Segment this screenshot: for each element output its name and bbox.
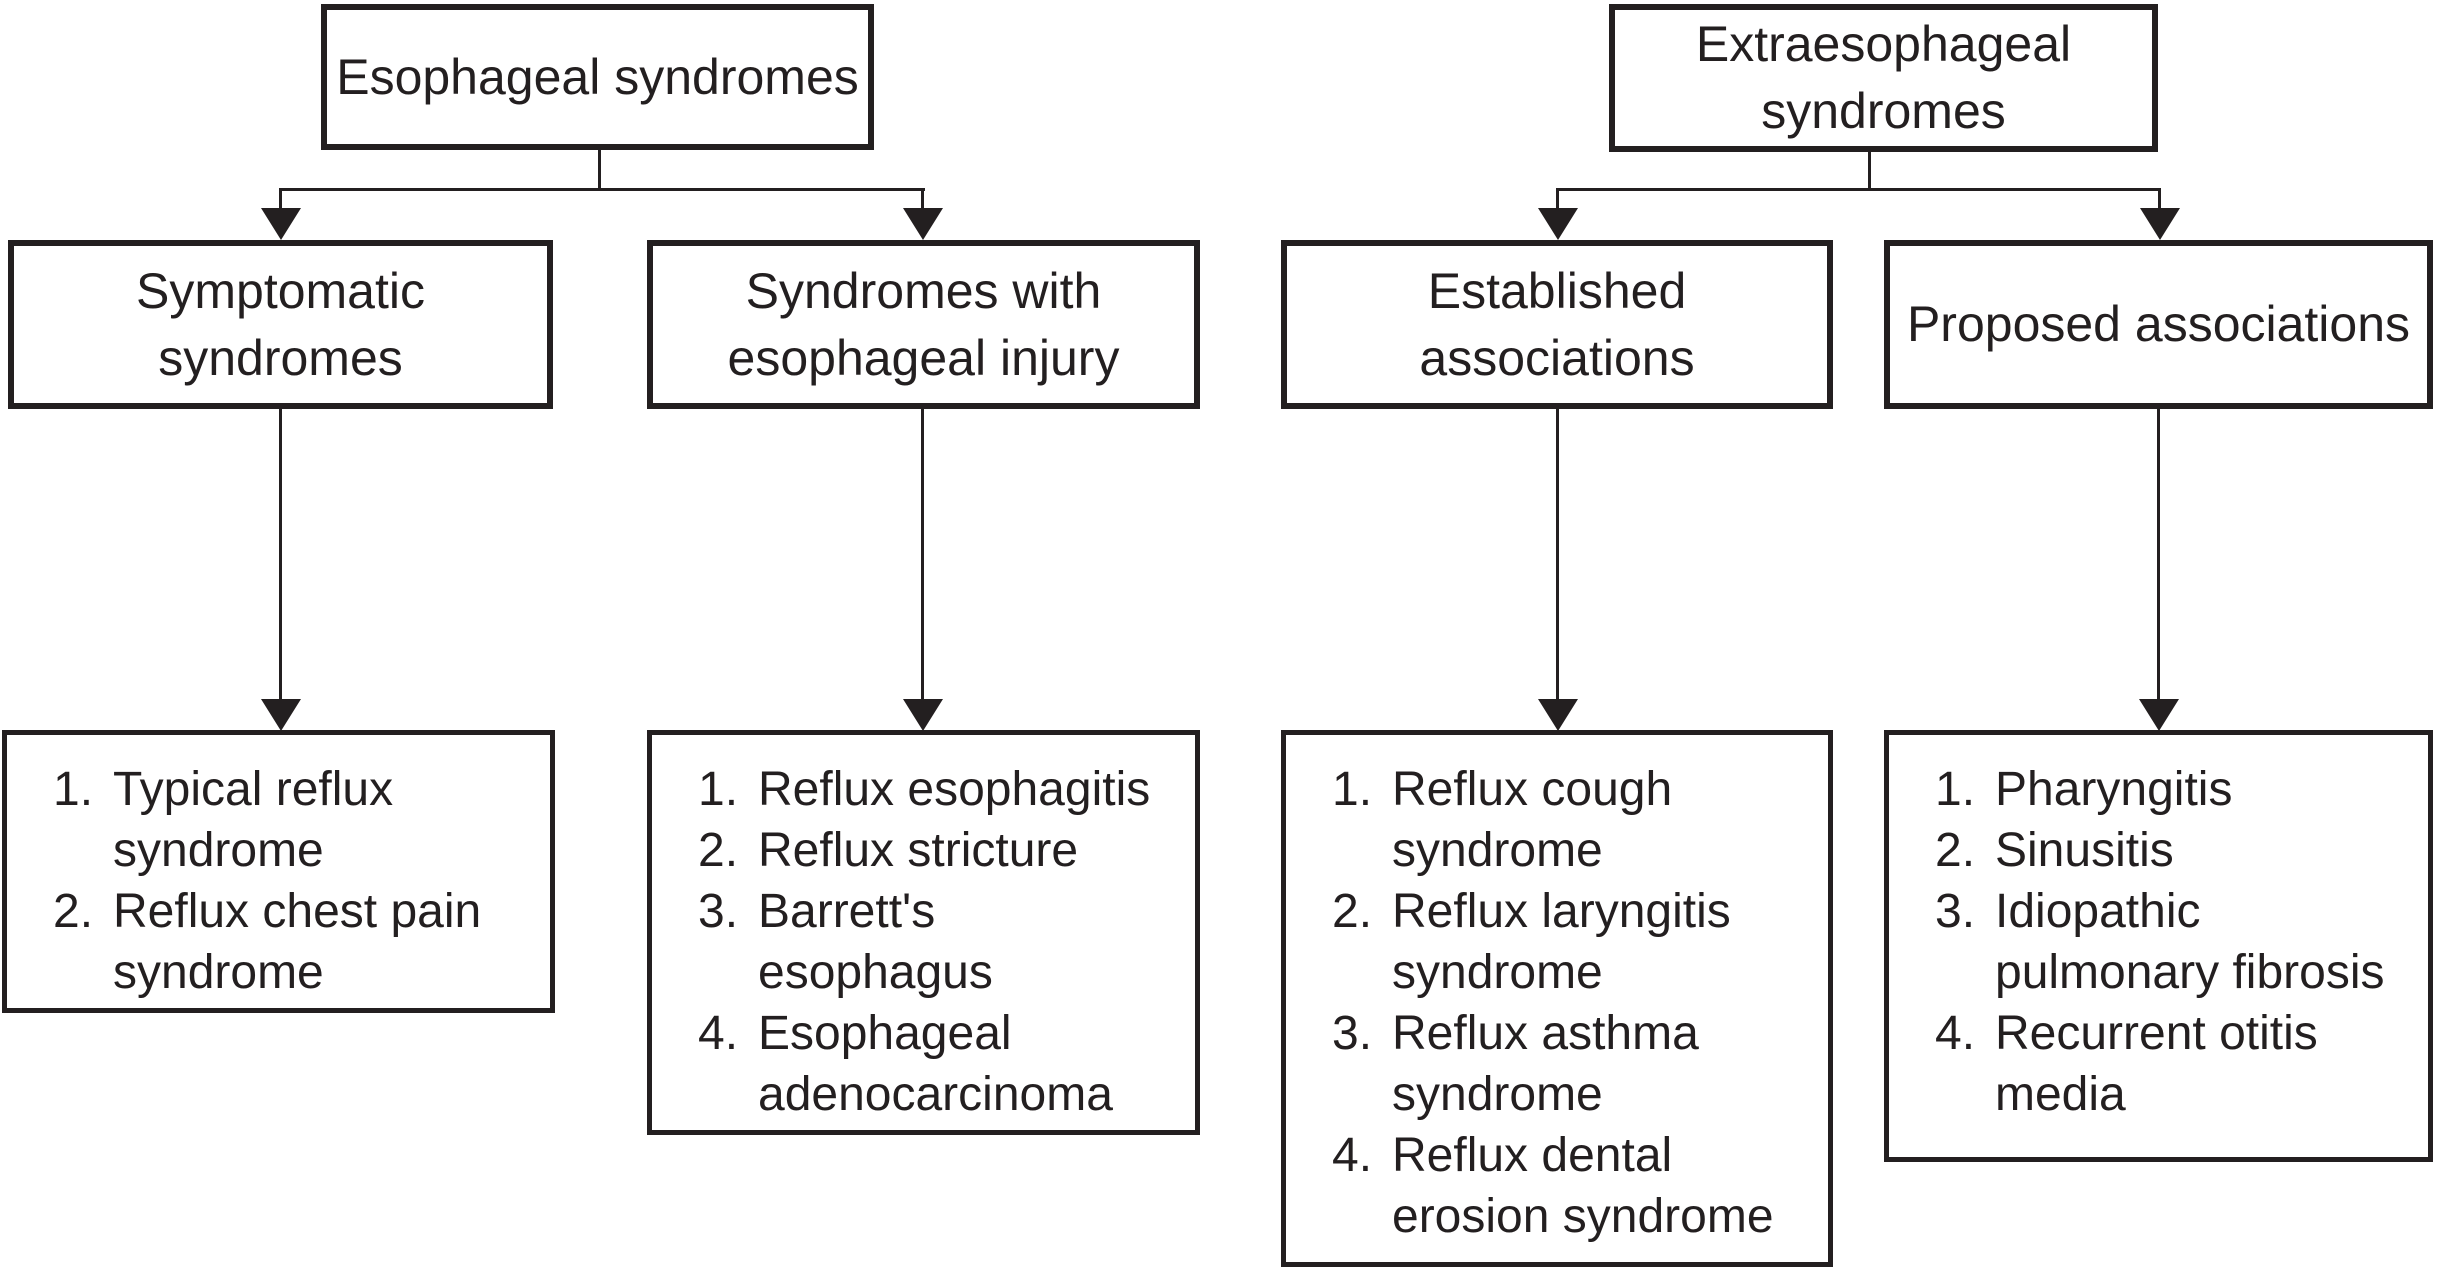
- item-number: 4.: [698, 1007, 739, 1060]
- item-number: 4.: [1935, 1007, 1976, 1060]
- esophageal-syndromes-box: Esophageal syndromes: [321, 4, 874, 150]
- item-number: 3.: [1935, 885, 1976, 938]
- list-item: 1. Reflux esophagitis: [698, 759, 1181, 820]
- item-text: Idiopathic pulmonary fibrosis: [1995, 885, 2385, 999]
- symptomatic-syndromes-list: 1. Typical reflux syndrome 2. Reflux che…: [2, 730, 555, 1013]
- extraesophageal-syndromes-label: Extraesophageal syndromes: [1695, 16, 2072, 139]
- arrow-shaft-established-list: [1556, 409, 1559, 702]
- item-number: 2.: [1935, 824, 1976, 877]
- connector-stub-right: [1868, 152, 1871, 191]
- arrow-shaft-symptomatic-list: [279, 409, 282, 702]
- down-arrow-icon: [2140, 208, 2180, 240]
- down-arrow-icon: [1538, 699, 1578, 731]
- list-item: 3. Idiopathic pulmonary fibrosis: [1935, 881, 2414, 1003]
- down-arrow-icon: [1538, 208, 1578, 240]
- syndromes-with-esophageal-injury-label: Syndromes with esophageal injury: [727, 262, 1120, 386]
- list-item: 2. Reflux laryngitis syndrome: [1332, 881, 1814, 1003]
- item-text: Barrett's esophagus: [758, 885, 993, 999]
- list-item: 4. Esophageal adenocarcinoma: [698, 1003, 1181, 1125]
- down-arrow-icon: [903, 699, 943, 731]
- established-associations-box: Established associations: [1281, 240, 1833, 409]
- item-text: Pharyngitis: [1995, 763, 2233, 816]
- list-item: 2. Reflux stricture: [698, 820, 1181, 881]
- arrow-shaft-proposed-list: [2157, 409, 2160, 702]
- item-number: 2.: [53, 885, 94, 938]
- down-arrow-icon: [261, 699, 301, 731]
- list-item: 2. Reflux chest pain syndrome: [53, 881, 536, 1003]
- item-text: Reflux asthma syndrome: [1392, 1007, 1699, 1121]
- symptomatic-syndromes-box: Symptomatic syndromes: [8, 240, 553, 409]
- extraesophageal-syndromes-box: Extraesophageal syndromes: [1609, 4, 2158, 152]
- connector-horizontal-left: [279, 188, 925, 191]
- connector-drop-symptomatic: [279, 188, 282, 214]
- list-item: 1. Reflux cough syndrome: [1332, 759, 1814, 881]
- item-text: Reflux laryngitis syndrome: [1392, 885, 1731, 999]
- item-text: Recurrent otitis media: [1995, 1007, 2318, 1121]
- item-number: 2.: [1332, 885, 1373, 938]
- item-text: Reflux dental erosion syndrome: [1392, 1129, 1774, 1243]
- item-number: 1.: [698, 763, 739, 816]
- list-item: 3. Barrett's esophagus: [698, 881, 1181, 1003]
- item-number: 2.: [698, 824, 739, 877]
- item-text: Sinusitis: [1995, 824, 2174, 877]
- list-item: 2. Sinusitis: [1935, 820, 2414, 881]
- connector-drop-injury: [921, 188, 924, 214]
- list-item: 4. Recurrent otitis media: [1935, 1003, 2414, 1125]
- established-associations-list: 1. Reflux cough syndrome 2. Reflux laryn…: [1281, 730, 1833, 1267]
- item-text: Reflux esophagitis: [758, 763, 1151, 816]
- item-text: Esophageal adenocarcinoma: [758, 1007, 1113, 1121]
- item-number: 3.: [698, 885, 739, 938]
- proposed-associations-list: 1. Pharyngitis 2. Sinusitis 3. Idiopathi…: [1884, 730, 2433, 1162]
- item-number: 1.: [1935, 763, 1976, 816]
- connector-drop-proposed: [2158, 188, 2161, 214]
- item-number: 4.: [1332, 1129, 1373, 1182]
- proposed-associations-label: Proposed associations: [1906, 296, 2411, 352]
- item-number: 1.: [53, 763, 94, 816]
- esophageal-syndromes-label: Esophageal syndromes: [336, 48, 859, 105]
- connector-drop-established: [1556, 188, 1559, 214]
- connector-horizontal-right: [1556, 188, 2161, 191]
- syndromes-with-esophageal-injury-box: Syndromes with esophageal injury: [647, 240, 1200, 409]
- down-arrow-icon: [261, 208, 301, 240]
- proposed-associations-box: Proposed associations: [1884, 240, 2433, 409]
- item-text: Reflux stricture: [758, 824, 1079, 877]
- down-arrow-icon: [903, 208, 943, 240]
- established-associations-label: Established associations: [1419, 262, 1695, 386]
- arrow-shaft-injury-list: [921, 409, 924, 702]
- item-text: Reflux chest pain syndrome: [113, 885, 482, 999]
- item-number: 3.: [1332, 1007, 1373, 1060]
- connector-stub-left: [598, 150, 601, 191]
- list-item: 1. Pharyngitis: [1935, 759, 2414, 820]
- esophageal-injury-list: 1. Reflux esophagitis 2. Reflux strictur…: [647, 730, 1200, 1135]
- list-item: 3. Reflux asthma syndrome: [1332, 1003, 1814, 1125]
- symptomatic-syndromes-label: Symptomatic syndromes: [136, 262, 425, 386]
- item-number: 1.: [1332, 763, 1373, 816]
- item-text: Reflux cough syndrome: [1392, 763, 1673, 877]
- down-arrow-icon: [2139, 699, 2179, 731]
- list-item: 4. Reflux dental erosion syndrome: [1332, 1125, 1814, 1247]
- item-text: Typical reflux syndrome: [113, 763, 394, 877]
- list-item: 1. Typical reflux syndrome: [53, 759, 536, 881]
